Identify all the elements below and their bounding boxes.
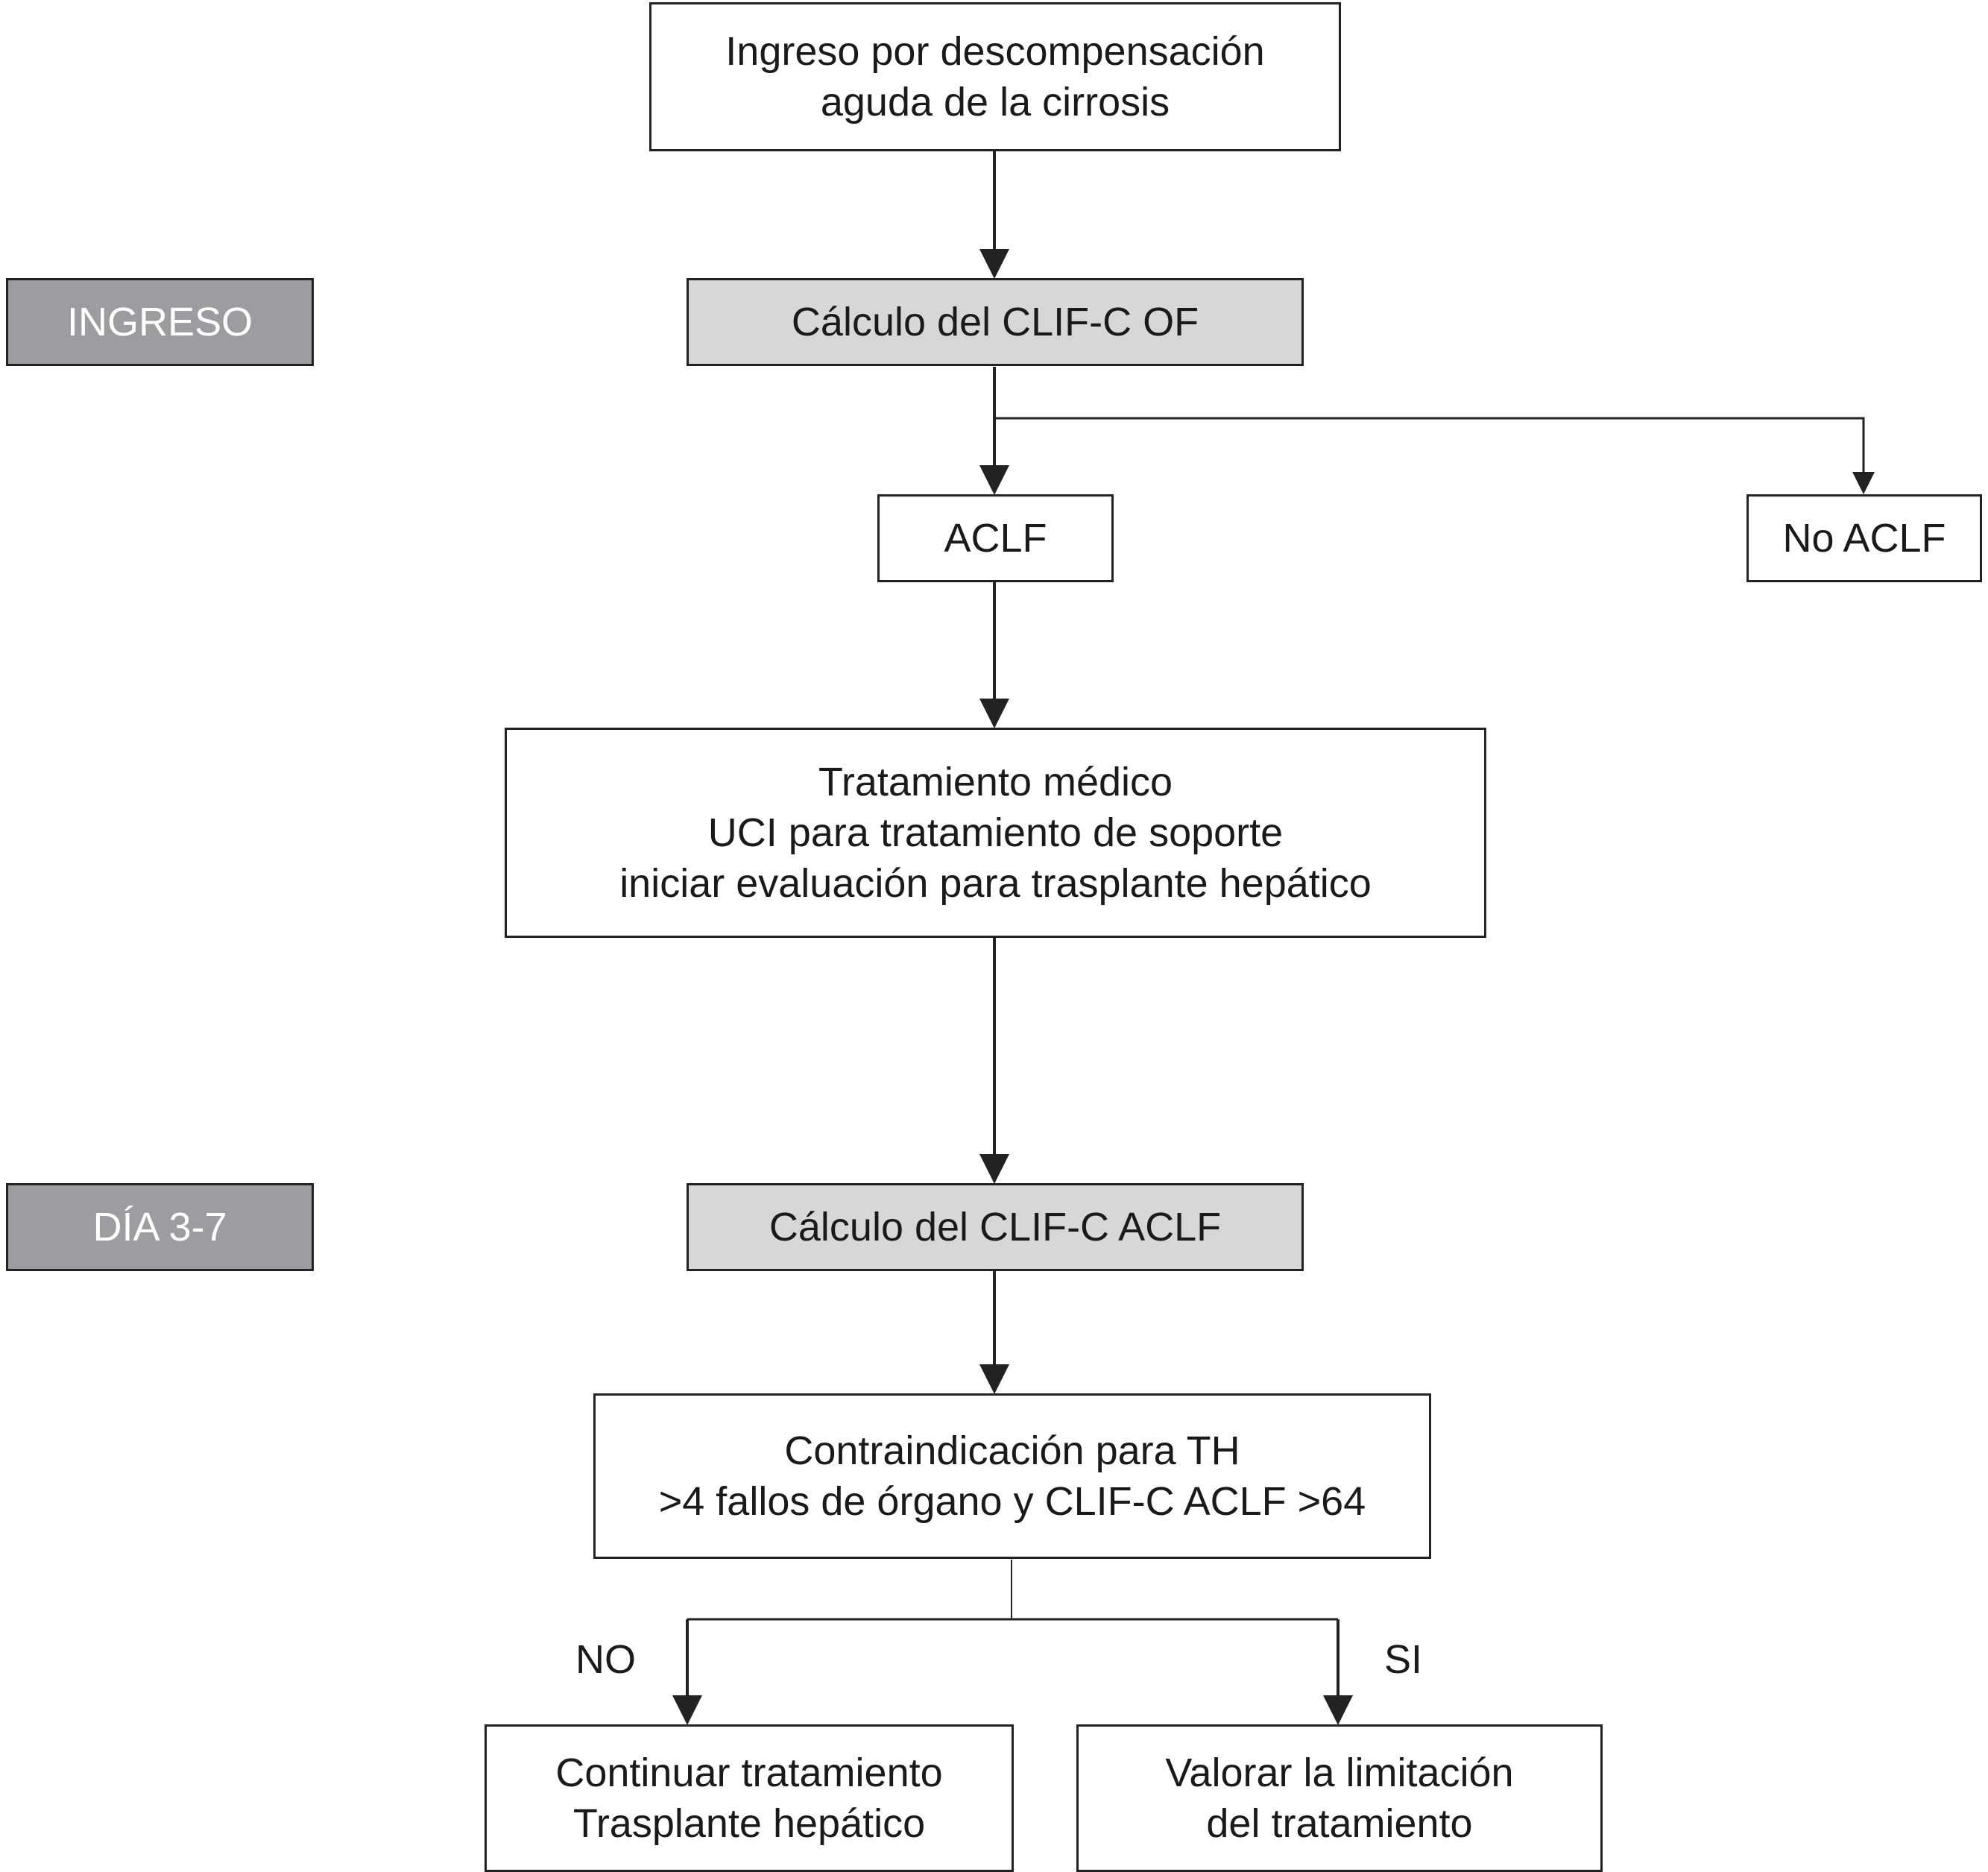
node-limit-line-1: Valorar la limitación (1165, 1750, 1514, 1795)
node-continue-line-1: Continuar tratamiento (555, 1750, 943, 1795)
node-clif-c-of: Cálculo del CLIF-C OF (687, 278, 1304, 366)
node-contraindication: Contraindicación para TH >4 fallos de ór… (593, 1393, 1431, 1559)
node-treatment-line-3: iniciar evaluación para trasplante hepát… (619, 861, 1372, 906)
node-contraindication-line-2: >4 fallos de órgano y CLIF-C ACLF >64 (658, 1479, 1366, 1524)
stage-dia-3-7: DÍA 3-7 (6, 1183, 314, 1271)
node-limit-treatment: Valorar la limitación del tratamiento (1076, 1724, 1603, 1872)
node-continue-line-2: Trasplante hepático (572, 1801, 926, 1846)
node-limit-line-2: del tratamiento (1206, 1801, 1473, 1846)
node-admission: Ingreso por descompensación aguda de la … (649, 2, 1341, 151)
node-admission-line-2: aguda de la cirrosis (820, 80, 1170, 125)
branch-label-no: NO (575, 1637, 636, 1682)
node-treatment: Tratamiento médico UCI para tratamiento … (505, 728, 1486, 938)
node-clif-c-aclf: Cálculo del CLIF-C ACLF (687, 1183, 1304, 1271)
stage-ingreso: INGRESO (6, 278, 314, 366)
node-contraindication-line-1: Contraindicación para TH (784, 1428, 1240, 1473)
node-treatment-line-2: UCI para tratamiento de soporte (707, 810, 1284, 855)
arrow-clif-of-to-no-aclf (994, 417, 1875, 494)
node-continue-treatment: Continuar tratamiento Trasplante hepátic… (485, 1724, 1014, 1872)
node-admission-line-1: Ingreso por descompensación (725, 29, 1265, 74)
branch-label-si: SI (1384, 1637, 1423, 1682)
node-aclf: ACLF (877, 494, 1114, 582)
node-treatment-line-1: Tratamiento médico (818, 760, 1173, 804)
node-no-aclf: No ACLF (1746, 494, 1982, 582)
